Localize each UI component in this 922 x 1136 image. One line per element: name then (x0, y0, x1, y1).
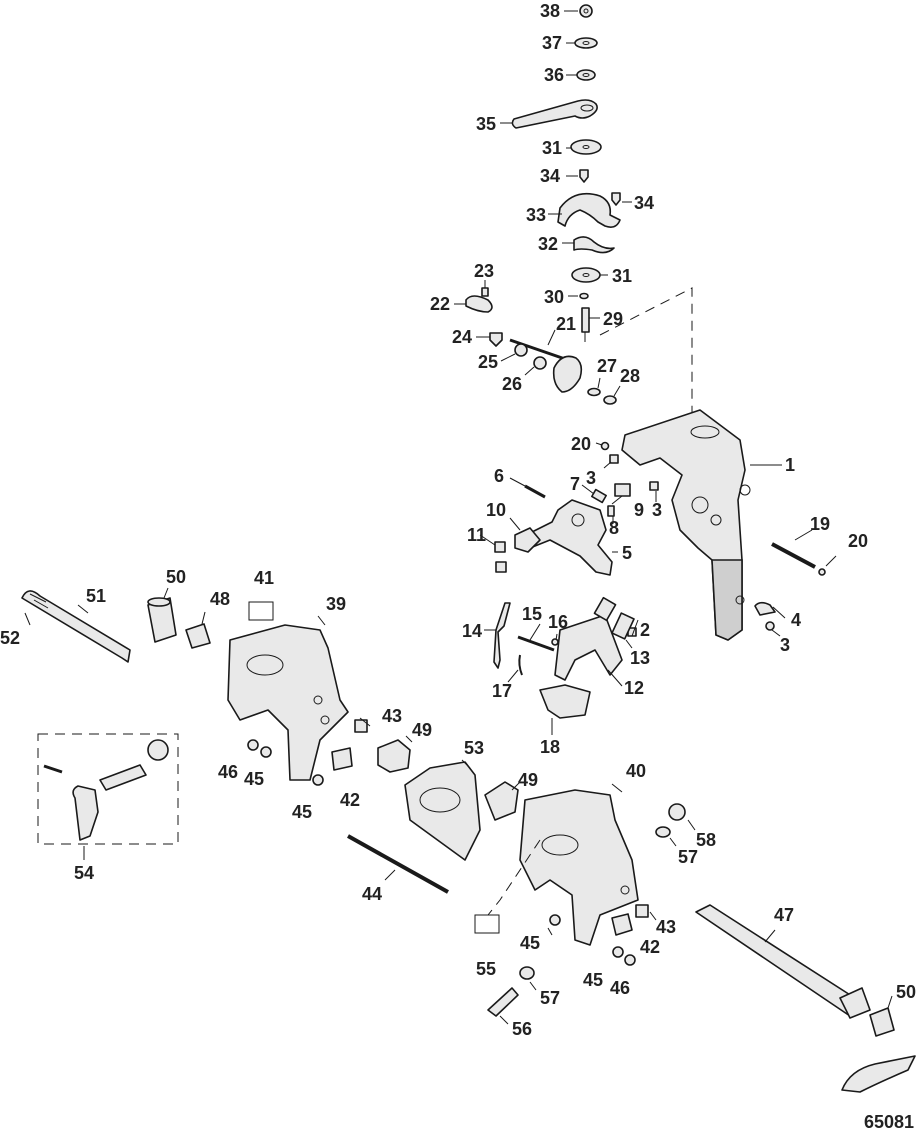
callout-45b: 45 (292, 802, 312, 822)
callout-54: 54 (74, 863, 94, 883)
callout-43b: 43 (656, 917, 676, 937)
callout-9: 9 (634, 500, 644, 520)
callout-57b: 57 (540, 988, 560, 1008)
bushing-49b (484, 781, 521, 821)
swivel-bracket (621, 409, 782, 641)
callout-7: 7 (570, 474, 580, 494)
callout-31b: 31 (612, 266, 632, 286)
callout-14: 14 (462, 621, 482, 641)
parts-10-11 (479, 517, 541, 573)
callout-24: 24 (452, 327, 472, 347)
alignment-line-top (599, 287, 693, 420)
callout-6: 6 (494, 466, 504, 486)
kit-box-41 (248, 601, 274, 621)
callout-46a: 46 (218, 762, 238, 782)
callout-49b: 49 (518, 770, 538, 790)
callout-35: 35 (476, 114, 496, 134)
callout-51: 51 (86, 586, 106, 606)
callout-12: 12 (624, 678, 644, 698)
figure-id: 65081 (864, 1112, 914, 1132)
bracket-hardware (509, 441, 659, 524)
callout-40: 40 (626, 761, 646, 781)
callout-50b: 50 (896, 982, 916, 1002)
callout-57a: 57 (678, 847, 698, 867)
callout-49a: 49 (412, 720, 432, 740)
callout-29: 29 (603, 309, 623, 329)
callout-15: 15 (522, 604, 542, 624)
callout-38: 38 (540, 1, 560, 21)
clamp-handle-53 (404, 759, 481, 861)
pin-19-20 (771, 529, 837, 576)
callout-46b: 46 (610, 978, 630, 998)
bushing-nut (147, 587, 211, 649)
callout-44: 44 (362, 884, 382, 904)
callout-52: 52 (0, 628, 20, 648)
callout-27: 27 (597, 356, 617, 376)
callout-43a: 43 (382, 706, 402, 726)
callout-45d: 45 (583, 970, 603, 990)
callout-26: 26 (502, 374, 522, 394)
callout-18: 18 (540, 737, 560, 757)
callout-45c: 45 (520, 933, 540, 953)
callout-4: 4 (791, 610, 801, 630)
callout-30: 30 (544, 287, 564, 307)
callout-19: 19 (810, 514, 830, 534)
left-clamp-hardware (247, 717, 413, 786)
callout-37: 37 (542, 33, 562, 53)
nuts-57-58 (655, 803, 696, 847)
clamp-bracket-39 (227, 615, 349, 781)
callout-17: 17 (492, 681, 512, 701)
callout-55: 55 (476, 959, 496, 979)
callout-23: 23 (474, 261, 494, 281)
callout-5: 5 (622, 543, 632, 563)
callout-21: 21 (556, 314, 576, 334)
callout-42b: 42 (640, 937, 660, 957)
callout-58: 58 (696, 830, 716, 850)
rod-44 (347, 834, 449, 894)
callout-45a: 45 (244, 769, 264, 789)
kit-box-55 (474, 914, 500, 934)
kit-54 (37, 733, 179, 860)
callout-1: 1 (785, 455, 795, 475)
callout-47: 47 (774, 905, 794, 925)
hardware-stack-top (454, 4, 632, 405)
callout-42a: 42 (340, 790, 360, 810)
callout-33: 33 (526, 205, 546, 225)
callout-34a: 34 (540, 166, 560, 186)
callout-25: 25 (478, 352, 498, 372)
callout-16: 16 (548, 612, 568, 632)
callout-8: 8 (609, 518, 619, 538)
callout-13: 13 (630, 648, 650, 668)
callout-11: 11 (467, 525, 486, 545)
callout-34b: 34 (634, 193, 654, 213)
callout-41: 41 (254, 568, 274, 588)
callout-50a: 50 (166, 567, 186, 587)
pivot-plate (527, 499, 618, 576)
callout-22: 22 (430, 294, 450, 314)
linkage-cluster (484, 596, 786, 735)
callout-3a: 3 (586, 468, 596, 488)
callout-53: 53 (464, 738, 484, 758)
tilt-lock-rod (21, 590, 131, 663)
callout-2: 2 (640, 620, 650, 640)
callout-36: 36 (544, 65, 564, 85)
callout-39: 39 (326, 594, 346, 614)
callout-10: 10 (486, 500, 506, 520)
callout-32: 32 (538, 234, 558, 254)
callout-20b: 20 (848, 531, 868, 551)
callout-56: 56 (512, 1019, 532, 1039)
lower-right-hardware (487, 904, 657, 1025)
tube-47 (695, 904, 895, 1037)
boat-logo-icon (841, 1055, 916, 1093)
clamp-bracket-40 (487, 783, 639, 946)
callout-48: 48 (210, 589, 230, 609)
callout-3c: 3 (780, 635, 790, 655)
callout-28: 28 (620, 366, 640, 386)
callout-3b: 3 (652, 500, 662, 520)
callout-20a: 20 (571, 434, 591, 454)
callout-31a: 31 (542, 138, 562, 158)
